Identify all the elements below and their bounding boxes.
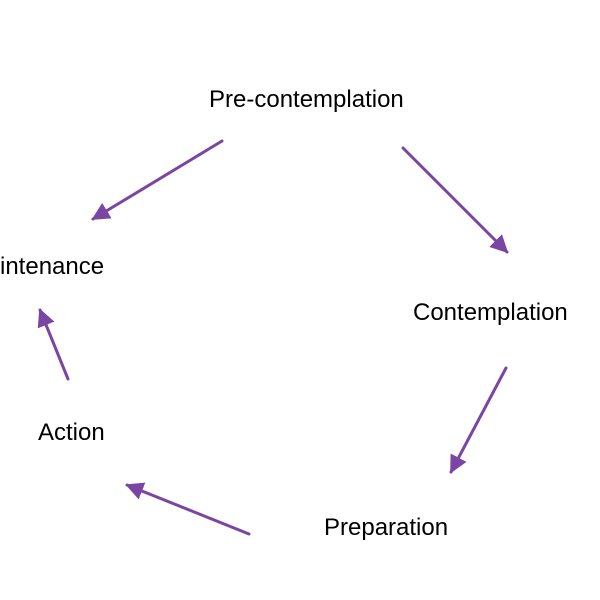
stage-label-action: Action: [38, 419, 105, 446]
arrow-pre-contemplation-to-contemplation: [401, 146, 509, 254]
arrow-maintenance-to-pre-contemplation: [91, 139, 224, 221]
arrow-contemplation-to-preparation: [449, 366, 508, 474]
stage-label-pre-contemplation: Pre-contemplation: [209, 86, 404, 113]
arrow-action-to-maintenance: [37, 308, 70, 381]
arrow-preparation-to-action: [125, 482, 251, 536]
stage-label-maintenance: intenance: [0, 253, 105, 280]
stage-label-preparation: Preparation: [324, 514, 449, 541]
stage-label-contemplation: Contemplation: [413, 299, 568, 326]
